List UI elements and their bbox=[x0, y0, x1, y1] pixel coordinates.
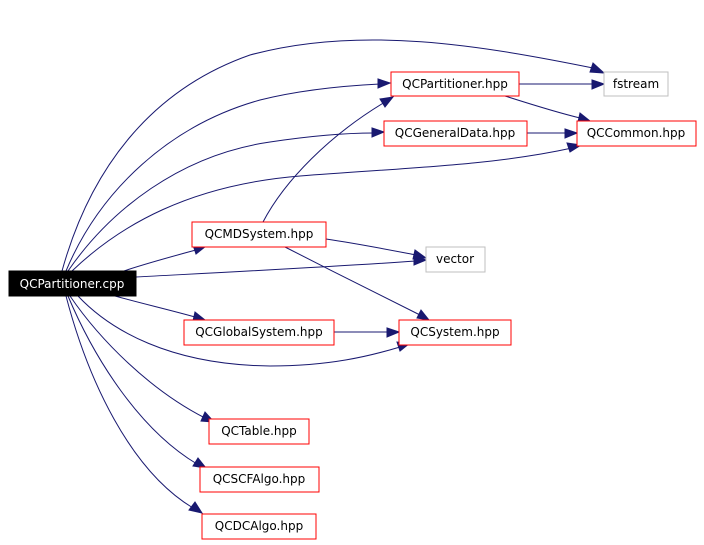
nodes: QCPartitioner.cpp QCPartitioner.hpp fstr… bbox=[8, 71, 697, 540]
node-label: fstream bbox=[613, 77, 659, 91]
edge-arrowhead bbox=[412, 249, 428, 260]
edge-qcmdsystem-to-vector bbox=[325, 238, 417, 256]
node-vector[interactable]: vector bbox=[425, 246, 486, 273]
edge-arrowhead bbox=[377, 78, 392, 89]
edge-root-to-qcmdsystem bbox=[114, 249, 197, 275]
edge-root-to-qcgeneraldata bbox=[67, 132, 375, 272]
edge-arrowhead bbox=[416, 309, 431, 321]
edge-arrowhead bbox=[591, 79, 606, 90]
edge-qcmdsystem-to-qcsystem bbox=[284, 246, 421, 316]
node-fstream[interactable]: fstream bbox=[603, 71, 669, 97]
node-label: QCSCFAlgo.hpp bbox=[213, 472, 306, 486]
edge-root-to-qcsystem bbox=[77, 295, 401, 367]
node-qcscfalgo-hpp[interactable]: QCSCFAlgo.hpp bbox=[199, 466, 320, 493]
node-qcdcalgo-hpp[interactable]: QCDCAlgo.hpp bbox=[201, 513, 317, 540]
edge-root-to-qctable bbox=[69, 295, 206, 419]
node-label: QCPartitioner.hpp bbox=[402, 77, 508, 91]
edge-root-to-fstream bbox=[61, 39, 599, 272]
node-label: QCTable.hpp bbox=[221, 424, 297, 438]
edge-arrowhead bbox=[564, 128, 579, 139]
edge-root-to-qcdcalgo bbox=[65, 295, 194, 509]
node-label: QCDCAlgo.hpp bbox=[215, 519, 303, 533]
edge-root-to-qccommon bbox=[71, 147, 573, 272]
node-label: QCGeneralData.hpp bbox=[395, 126, 515, 140]
node-label: QCPartitioner.cpp bbox=[20, 277, 125, 291]
node-qcsystem-hpp[interactable]: QCSystem.hpp bbox=[398, 319, 512, 346]
node-qcgeneraldata-hpp[interactable]: QCGeneralData.hpp bbox=[383, 120, 528, 147]
edge-arrowhead bbox=[386, 327, 401, 338]
node-label: QCGlobalSystem.hpp bbox=[195, 325, 323, 339]
edge-root-to-qcscfalgo bbox=[67, 295, 198, 465]
node-label: QCMDSystem.hpp bbox=[205, 227, 314, 241]
edge-arrowhead bbox=[188, 501, 204, 514]
edges bbox=[61, 39, 606, 514]
node-qcglobalsystem-hpp[interactable]: QCGlobalSystem.hpp bbox=[183, 319, 335, 346]
edge-root-to-qcpartitioner-hpp bbox=[65, 83, 381, 272]
edge-qcmdsystem-to-qcpartitioner-hpp bbox=[262, 101, 386, 223]
edge-arrowhead bbox=[371, 127, 386, 138]
node-qcmdsystem-hpp[interactable]: QCMDSystem.hpp bbox=[191, 221, 327, 248]
node-qccommon-hpp[interactable]: QCCommon.hpp bbox=[576, 120, 697, 147]
node-label: QCCommon.hpp bbox=[587, 126, 686, 140]
node-qcpartitioner-cpp[interactable]: QCPartitioner.cpp bbox=[8, 270, 137, 297]
node-qcpartitioner-hpp[interactable]: QCPartitioner.hpp bbox=[390, 71, 520, 97]
edge-arrowhead bbox=[589, 62, 606, 74]
node-qctable-hpp[interactable]: QCTable.hpp bbox=[208, 418, 310, 445]
node-label: QCSystem.hpp bbox=[410, 325, 499, 339]
edge-root-to-qcglobalsystem bbox=[114, 295, 196, 318]
edge-root-to-vector bbox=[135, 260, 417, 278]
edge-qcpartitioner-hpp-to-qccommon bbox=[504, 95, 581, 119]
edge-arrowhead bbox=[379, 96, 395, 108]
node-label: vector bbox=[436, 252, 474, 266]
